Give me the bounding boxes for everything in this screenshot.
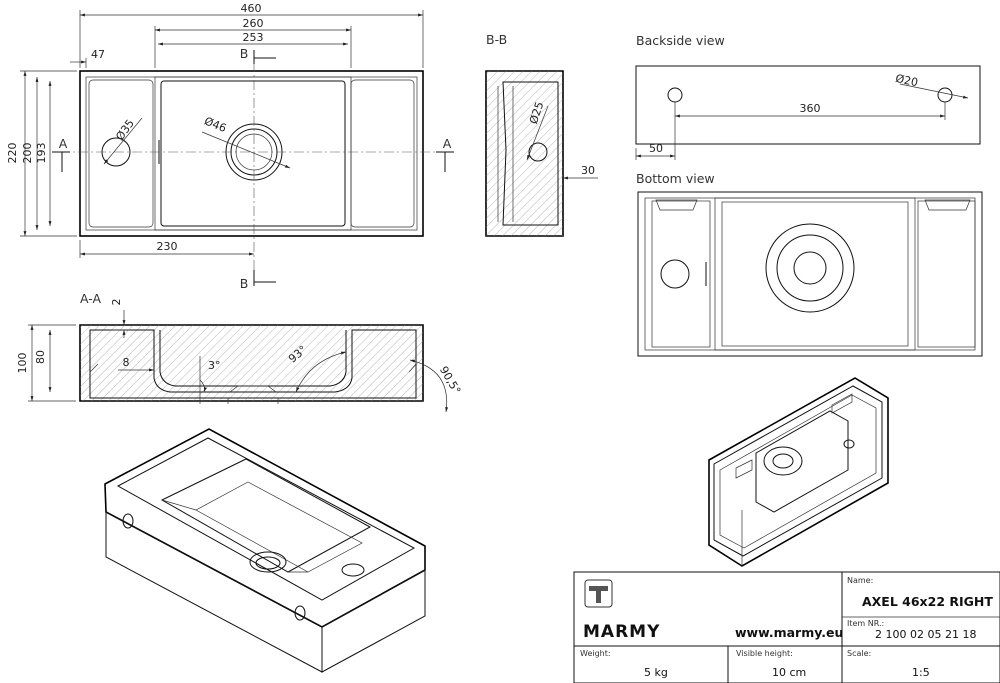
section-b-top: B xyxy=(240,46,249,61)
dim-angle-3: 3° xyxy=(208,359,221,372)
iso-view-bottom xyxy=(708,377,889,567)
height-value: 10 cm xyxy=(772,666,806,679)
dim-220: 220 xyxy=(6,143,19,164)
dim-angle-90-5: 90,5° xyxy=(437,364,463,396)
dim-80: 80 xyxy=(34,350,47,364)
iso-view-top xyxy=(104,428,426,673)
dim-260: 260 xyxy=(243,17,264,30)
weight-label: Weight: xyxy=(580,649,611,658)
item-label: Item NR.: xyxy=(847,619,884,628)
section-a-right: A xyxy=(443,136,452,151)
top-view: 460 260 253 47 B B A A 220 200 193 xyxy=(6,2,454,291)
height-label: Visible height: xyxy=(736,649,793,658)
dim-193: 193 xyxy=(35,143,48,164)
bottom-view: Bottom view xyxy=(636,171,983,357)
dim-47: 47 xyxy=(91,48,105,61)
section-bb: B-B Ø25 30 xyxy=(485,32,598,237)
dim-460: 460 xyxy=(241,2,262,15)
dim-253: 253 xyxy=(243,31,264,44)
backside-title: Backside view xyxy=(636,33,725,48)
name-label: Name: xyxy=(847,576,873,585)
brand-name: MARMY xyxy=(583,622,660,642)
back-hole-left xyxy=(667,87,683,103)
item-value: 2 100 02 05 21 18 xyxy=(875,628,976,641)
overflow-hole xyxy=(528,142,548,162)
section-a-left: A xyxy=(59,136,68,151)
dim-100: 100 xyxy=(16,353,29,374)
dim-drain-46: Ø46 xyxy=(202,114,228,135)
dim-2: 2 xyxy=(110,299,123,306)
dim-360: 360 xyxy=(800,102,821,115)
dim-hole-35: Ø35 xyxy=(113,117,137,143)
name-value: AXEL 46x22 RIGHT xyxy=(862,594,993,609)
backside-view: Backside view 360 50 Ø20 xyxy=(635,33,981,160)
dim-8: 8 xyxy=(123,356,130,369)
top-view-outline xyxy=(79,70,424,237)
marmy-logo xyxy=(584,579,613,608)
section-aa-title: A-A xyxy=(80,291,102,306)
dim-230: 230 xyxy=(157,240,178,253)
scale-value: 1:5 xyxy=(912,666,930,679)
dim-200: 200 xyxy=(21,143,34,164)
section-bb-title: B-B xyxy=(486,32,507,47)
weight-value: 5 kg xyxy=(644,666,668,679)
website: www.marmy.eu xyxy=(735,625,843,640)
section-aa: A-A 100 80 2 8 3° 93° 90,5° xyxy=(16,291,463,413)
section-b-bottom: B xyxy=(240,276,249,291)
dim-50: 50 xyxy=(649,142,663,155)
dim-30: 30 xyxy=(581,164,595,177)
scale-label: Scale: xyxy=(847,649,871,658)
back-hole-right xyxy=(937,87,953,103)
bottom-title: Bottom view xyxy=(636,171,715,186)
title-block: MARMY www.marmy.eu Name: AXEL 46x22 RIGH… xyxy=(573,571,1000,683)
dim-back-20: Ø20 xyxy=(894,72,919,89)
